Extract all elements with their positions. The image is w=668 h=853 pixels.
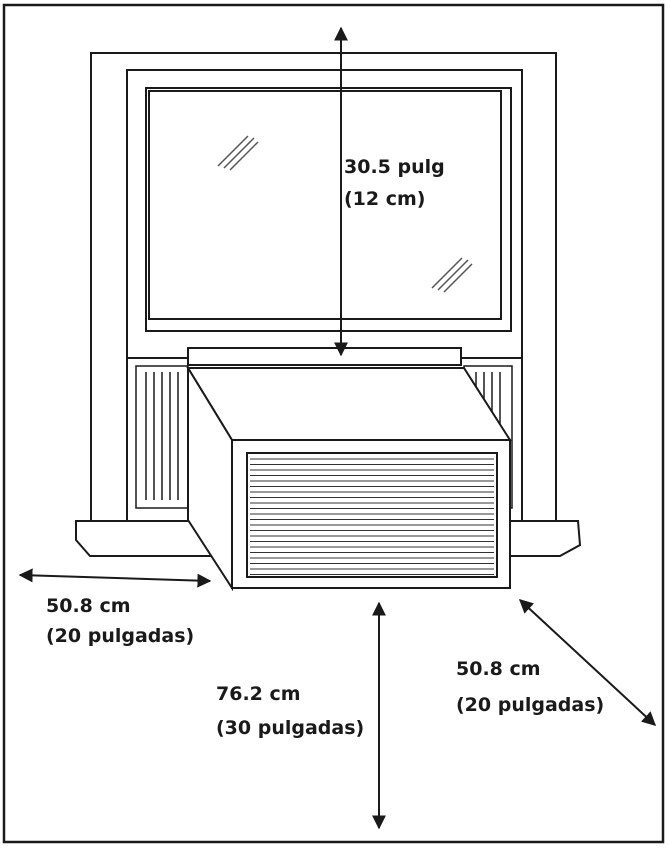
label-right-sub: (20 pulgadas)	[456, 694, 604, 716]
ac-front-grille	[246, 452, 498, 578]
dimension-arrows	[18, 26, 657, 830]
label-right-value: 50.8 cm	[456, 658, 541, 680]
air-conditioner	[186, 364, 512, 592]
ac-top-face	[186, 367, 512, 441]
glass-glare	[217, 135, 473, 293]
label-bottom-sub: (30 pulgadas)	[216, 717, 364, 739]
ac-louvres	[250, 458, 494, 575]
window-glass	[148, 90, 502, 320]
label-top-sub: (12 cm)	[344, 188, 425, 210]
label-bottom-value: 76.2 cm	[216, 683, 301, 705]
figure-border	[2, 3, 665, 844]
label-left-value: 50.8 cm	[46, 595, 131, 617]
arrow-left-side	[18, 568, 212, 588]
side-curtain-left	[135, 365, 189, 509]
ac-top-rail	[187, 347, 462, 366]
label-top-value: 30.5 pulg	[344, 156, 445, 178]
arrow-right-side	[518, 599, 657, 726]
label-left-sub: (20 pulgadas)	[46, 625, 194, 647]
